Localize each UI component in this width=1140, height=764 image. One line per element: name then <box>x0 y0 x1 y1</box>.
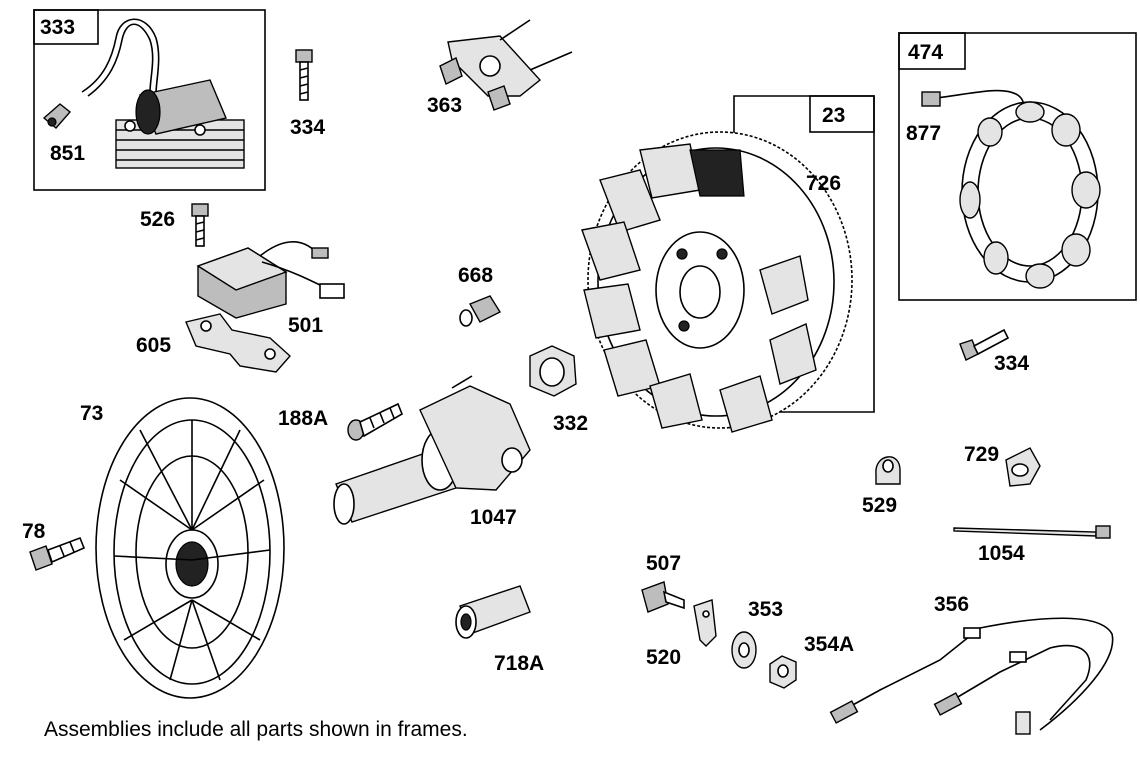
part-label-605: 605 <box>136 334 171 357</box>
part-label-332: 332 <box>553 412 588 435</box>
part-label-668: 668 <box>458 264 493 287</box>
part-label-526: 526 <box>140 208 175 231</box>
part-label-529: 529 <box>862 494 897 517</box>
cable-tie-1054-part <box>953 525 1111 539</box>
part-label-73: 73 <box>80 402 103 425</box>
part-label-334-top: 334 <box>290 116 325 139</box>
washer-353-part <box>731 631 757 669</box>
part-label-877: 877 <box>906 122 941 145</box>
alternator-stator-part <box>921 89 1101 289</box>
frame-label-333: 333 <box>40 16 75 39</box>
assemblies-note: Assemblies include all parts shown in fr… <box>44 718 468 741</box>
bushing-718A-part <box>455 585 531 639</box>
bracket-363-part <box>439 19 573 111</box>
part-label-1054: 1054 <box>978 542 1025 565</box>
harness-356-part <box>829 617 1114 735</box>
nut-354A-part <box>769 655 797 689</box>
part-label-354A: 354A <box>804 633 854 656</box>
bracket-605-part <box>185 313 291 373</box>
part-label-520: 520 <box>646 646 681 669</box>
shaft-1047-part <box>333 375 531 525</box>
part-label-726: 726 <box>806 172 841 195</box>
fitting-668-part <box>459 295 502 327</box>
terminal-507-part <box>641 581 685 613</box>
part-label-1047: 1047 <box>470 506 517 529</box>
frame-333: 333 <box>33 9 266 191</box>
rectifier-501-part <box>196 241 345 319</box>
part-label-718A: 718A <box>494 652 544 675</box>
part-label-188A: 188A <box>278 407 328 430</box>
part-label-363: 363 <box>427 94 462 117</box>
screw-334-right-part <box>959 328 1010 361</box>
flywheel-part <box>581 131 853 433</box>
clamp-729-part <box>1005 447 1041 487</box>
part-label-851: 851 <box>50 142 85 165</box>
ignition-coil-part <box>81 18 245 169</box>
frame-label-474: 474 <box>908 41 943 64</box>
part-label-729: 729 <box>964 443 999 466</box>
frame-23: 23 <box>733 95 875 413</box>
screw-188A-part <box>347 402 403 441</box>
bracket-520-part <box>693 599 717 647</box>
grommet-529-part <box>875 456 901 485</box>
nut-332-part <box>529 345 577 397</box>
screw-334-top-part <box>295 49 313 101</box>
screw-526-part <box>191 203 209 247</box>
part-label-353: 353 <box>748 598 783 621</box>
part-label-334-right: 334 <box>994 352 1029 375</box>
frame-474: 474 <box>898 32 1137 301</box>
screen-73-part <box>95 397 285 699</box>
part-label-356: 356 <box>934 593 969 616</box>
part-label-78: 78 <box>22 520 46 543</box>
bolt-78-part <box>29 536 86 571</box>
part-label-507: 507 <box>646 552 681 575</box>
spark-plug-terminal-part <box>42 103 72 129</box>
part-label-501: 501 <box>288 314 323 337</box>
frame-label-23: 23 <box>822 104 845 127</box>
